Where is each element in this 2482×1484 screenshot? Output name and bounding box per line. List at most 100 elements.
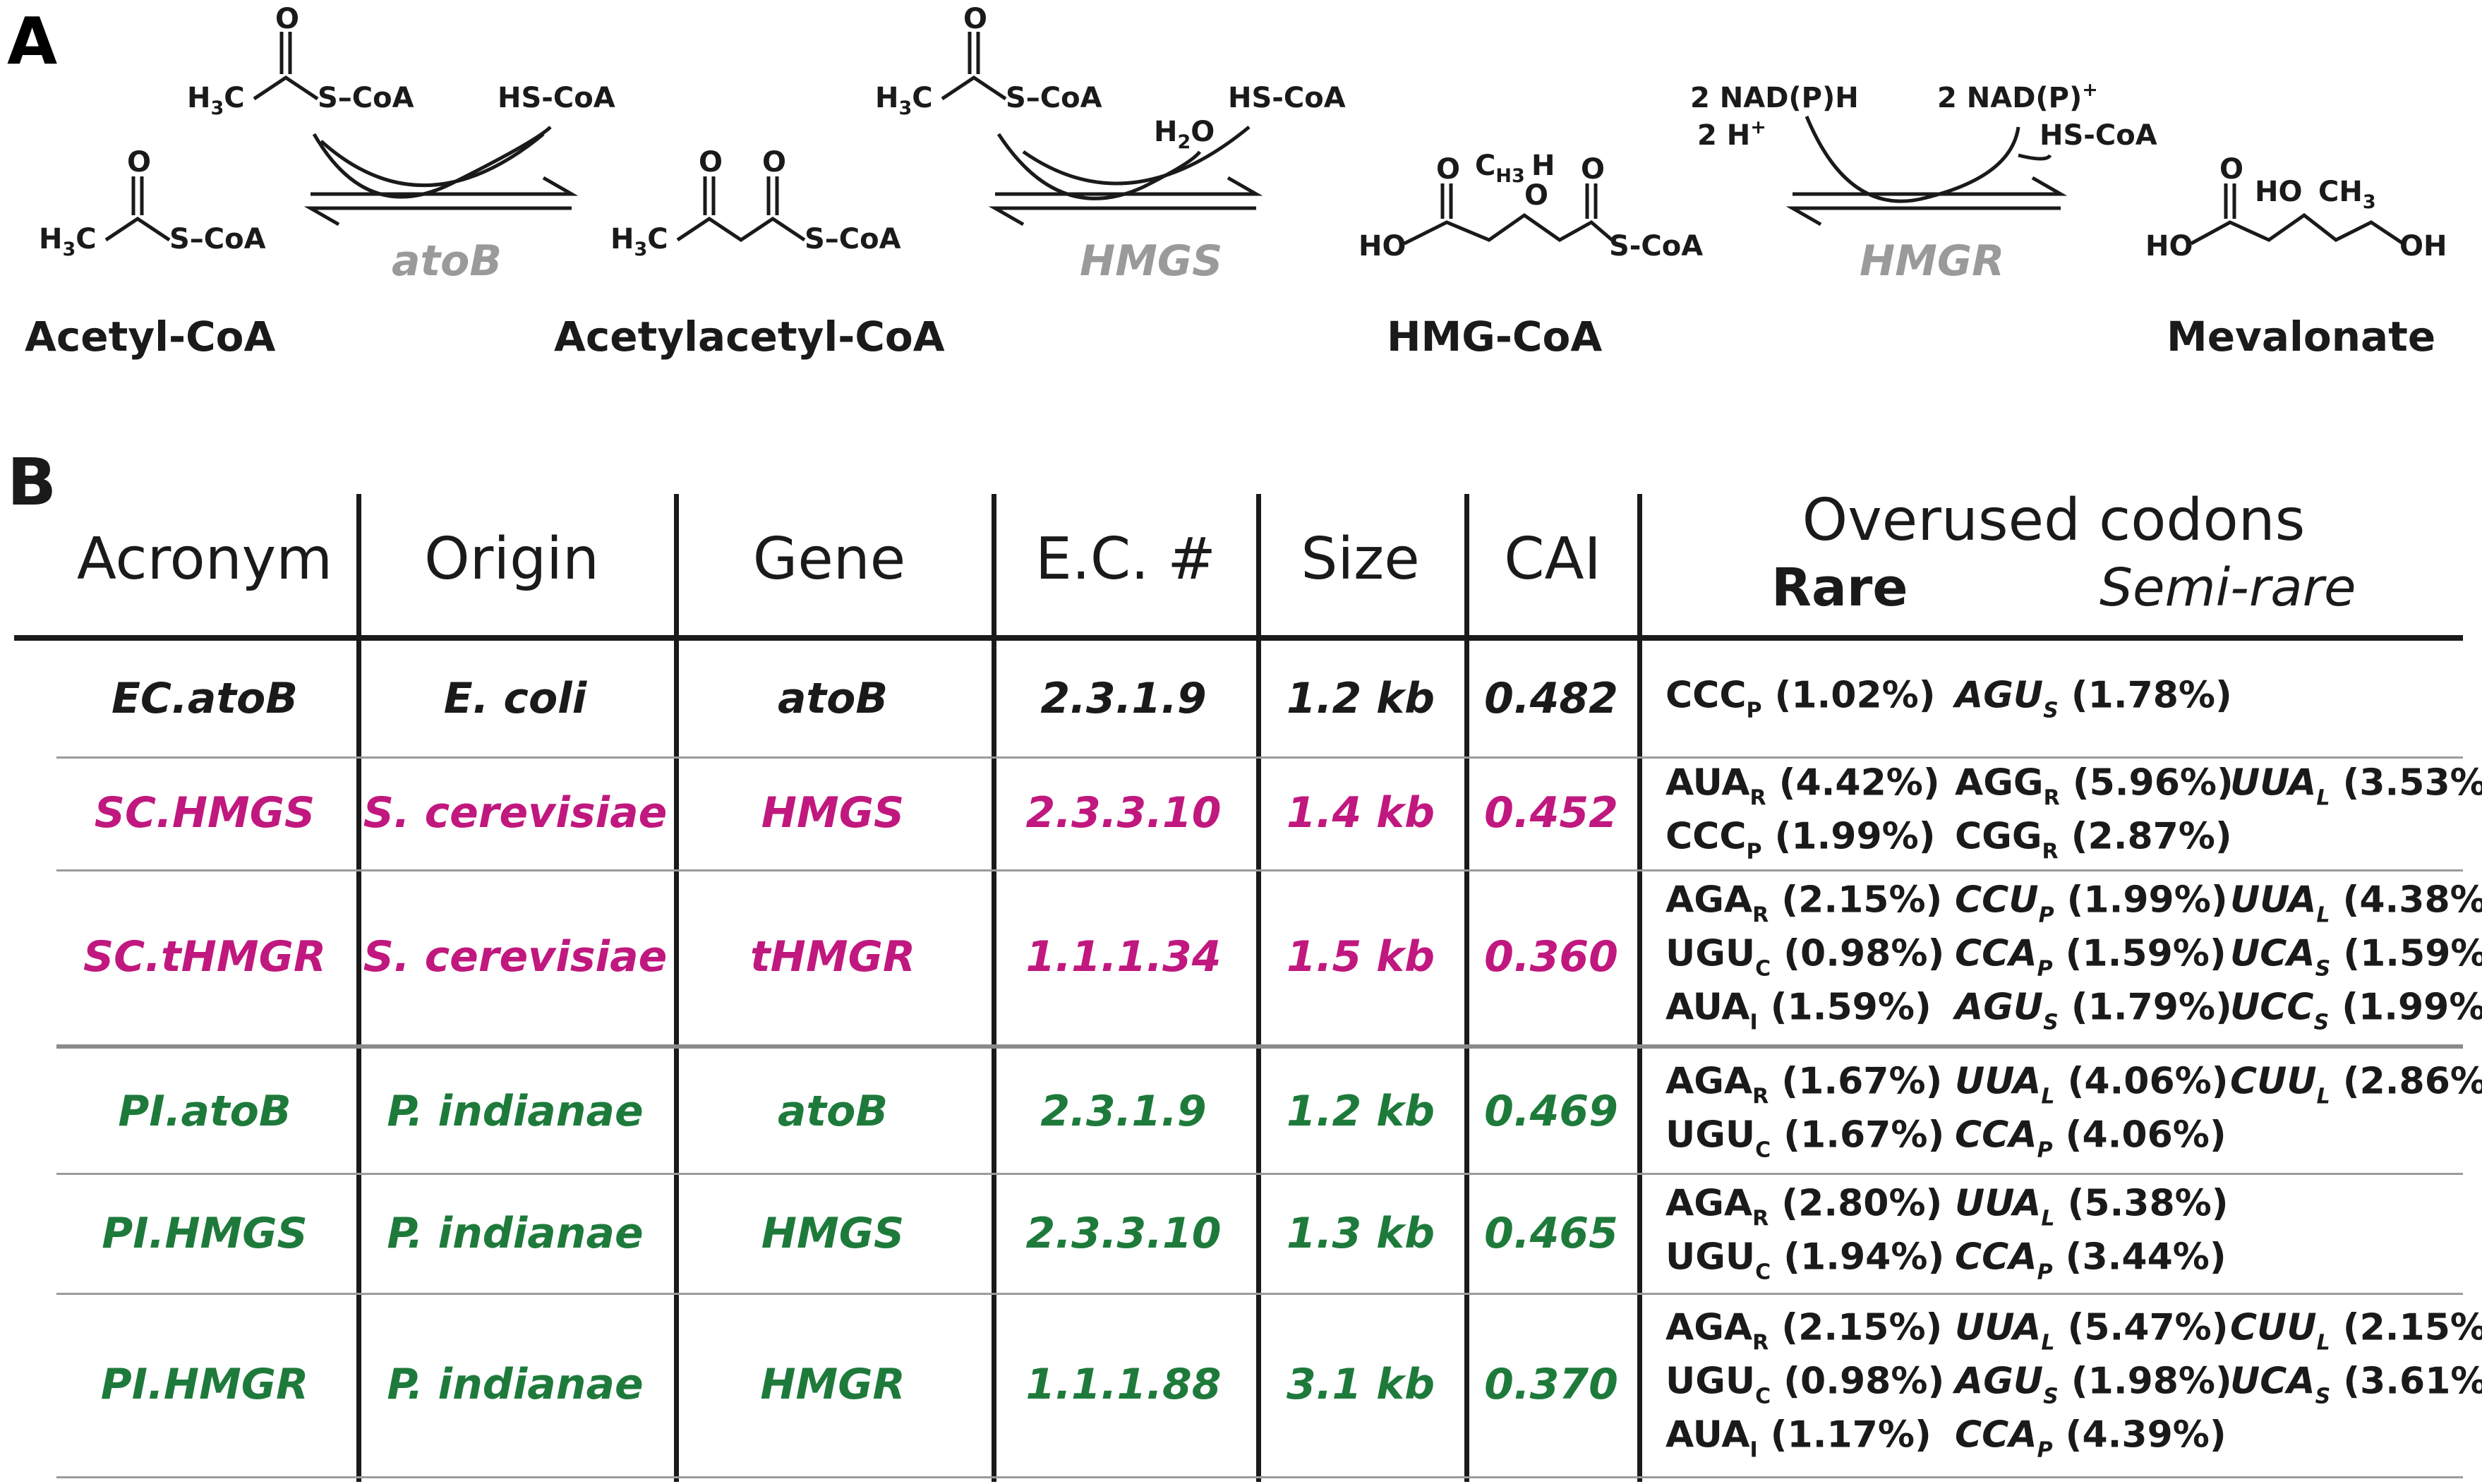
panel-a-letter: A <box>7 4 57 79</box>
semi-rare-codon: CUUL (2.86%) <box>2230 1060 2482 1109</box>
hs-coa-label: HS-CoA <box>2040 119 2157 152</box>
cell-origin: S. cerevisiae <box>363 932 668 982</box>
header-gene: Gene <box>752 526 906 593</box>
cell-acronym: PI.HMGR <box>100 1360 309 1409</box>
semi-rare-codon: UUAL (5.47%) <box>1955 1306 2229 1356</box>
cell-ec-number: 2.3.1.9 <box>1040 1087 1207 1136</box>
enzyme-hmgr: HMGR <box>1860 236 2004 286</box>
acetyl-coa-structure: H3C O S–CoA <box>39 146 266 260</box>
row-divider <box>56 1476 2463 1478</box>
row-divider <box>56 756 2463 759</box>
proton-label: 2 H+ <box>1697 116 1766 152</box>
oxygen-label: O <box>963 3 987 35</box>
semi-rare-codon: UUAL (4.38%) <box>2230 879 2482 928</box>
column-divider <box>356 494 361 1482</box>
cell-size: 1.2 kb <box>1286 1087 1435 1136</box>
header-cai: CAI <box>1504 526 1601 593</box>
cell-ec-number: 1.1.1.34 <box>1025 932 1222 982</box>
semi-rare-codon: UUAL (4.06%) <box>1955 1060 2229 1109</box>
row-divider <box>56 1173 2463 1175</box>
semi-rare-codon: UUAL (5.38%) <box>1955 1182 2229 1231</box>
ho-label: HO <box>2255 176 2302 208</box>
rare-codon: CCCP (1.02%) <box>1665 674 1936 723</box>
cell-size: 3.1 kb <box>1286 1360 1435 1409</box>
reaction-atob: H3C O S–CoA HS-CoA atoB <box>187 3 615 286</box>
semi-rare-codon: CUUL (2.15%) <box>2230 1306 2482 1356</box>
s-coa-label: S–CoA <box>318 82 414 114</box>
reaction-hmgs: H3C O S–CoA H2O HS-CoA HMGS <box>875 3 1346 286</box>
cell-gene: tHMGR <box>749 932 916 982</box>
semi-rare-codon: UCAS (3.61%) <box>2230 1360 2482 1409</box>
nadp-label: 2 NAD(P)+ <box>1937 79 2098 114</box>
oxygen-label: O <box>2219 153 2243 186</box>
s-coa-label: S–CoA <box>805 223 901 255</box>
cell-size: 1.2 kb <box>1286 674 1435 723</box>
acetylacetyl-coa-structure: H3C O O S–CoA <box>610 146 901 260</box>
hydroxyl-label: HO <box>1359 230 1406 263</box>
semi-rare-codon: CCAP (3.44%) <box>1955 1236 2227 1285</box>
header-overused-codons: Overused codons <box>1802 487 2306 554</box>
row-divider <box>56 869 2463 871</box>
header-acronym: Acronym <box>76 526 333 593</box>
rare-codon: AGAR (1.67%) <box>1665 1060 1943 1109</box>
hmg-coa-structure: HO O O CH3 H O S-CoA <box>1359 150 1703 263</box>
rare-codon: AGAR (2.80%) <box>1665 1182 1943 1231</box>
rare-codon: AUAR (4.42%) <box>1665 761 1940 811</box>
cell-origin: S. cerevisiae <box>363 788 668 838</box>
rare-codon: CGGR (2.87%) <box>1955 815 2232 864</box>
hydroxyl-h-label: H <box>1531 150 1555 182</box>
rare-codon: UGUC (0.98%) <box>1665 932 1945 982</box>
cell-gene: atoB <box>777 1087 888 1136</box>
rare-codon: UGUC (0.98%) <box>1665 1360 1945 1409</box>
column-divider <box>674 494 679 1482</box>
oxygen-label: O <box>1581 153 1605 186</box>
hs-coa-label: HS-CoA <box>1228 82 1346 114</box>
cell-cai: 0.465 <box>1484 1209 1618 1258</box>
h3c-label: H3C <box>875 82 933 119</box>
cell-origin: P. indianae <box>387 1087 644 1136</box>
semi-rare-codon: AGUS (1.79%) <box>1955 986 2232 1035</box>
semi-rare-codon: AGUS (1.98%) <box>1955 1360 2232 1409</box>
group-divider <box>56 1044 2463 1049</box>
oxygen-label: O <box>127 146 151 179</box>
panel-b-letter: B <box>7 445 57 520</box>
header-rule <box>14 635 2463 641</box>
column-divider <box>1256 494 1261 1482</box>
oxygen-label: O <box>1436 153 1460 186</box>
cell-size: 1.3 kb <box>1286 1209 1435 1258</box>
cell-acronym: PI.atoB <box>118 1087 291 1136</box>
h3c-label: H3C <box>610 223 668 260</box>
cell-size: 1.5 kb <box>1286 932 1435 982</box>
rare-codon: UGUC (1.94%) <box>1665 1236 1945 1285</box>
reaction-hmgr: 2 NAD(P)H 2 H+ 2 NAD(P)+ HS-CoA HMGR <box>1690 79 2157 286</box>
methyl-label: CH3 <box>2318 176 2376 213</box>
hs-coa-label: HS-CoA <box>498 82 615 114</box>
hydroxyl-o-label: O <box>1524 179 1548 212</box>
column-divider <box>1464 494 1469 1482</box>
panel-b-letter: B <box>7 445 56 452</box>
cell-gene: HMGS <box>761 1209 905 1258</box>
cell-ec-number: 2.3.1.9 <box>1040 674 1207 723</box>
semi-rare-codon: AGUS (1.78%) <box>1955 674 2232 723</box>
h3c-label: H3C <box>187 82 245 119</box>
cell-ec-number: 2.3.3.10 <box>1025 788 1222 838</box>
header-rare: Rare <box>1771 557 1908 618</box>
rare-codon: AGAR (2.15%) <box>1665 879 1943 928</box>
semi-rare-codon: CCUP (1.99%) <box>1955 879 2228 928</box>
methyl-label: CH3 <box>1475 150 1525 187</box>
semi-rare-codon: UCAS (1.59%) <box>2230 932 2482 982</box>
rare-codon: AGAR (2.15%) <box>1665 1306 1943 1356</box>
cell-cai: 0.469 <box>1484 1087 1618 1136</box>
cell-gene: atoB <box>777 674 888 723</box>
compound-acetylacetyl-coa: Acetylacetyl-CoA <box>554 313 945 361</box>
cell-cai: 0.452 <box>1484 788 1618 838</box>
header-ec: E.C. # <box>1035 526 1216 593</box>
s-coa-label: S–CoA <box>1006 82 1102 114</box>
nadph-label: 2 NAD(P)H <box>1690 82 1859 114</box>
enzyme-hmgs: HMGS <box>1080 236 1222 286</box>
compound-acetyl-coa: Acetyl-CoA <box>25 313 276 361</box>
cell-gene: HMGR <box>760 1360 905 1409</box>
column-divider <box>1637 494 1642 1482</box>
cell-acronym: SC.HMGS <box>94 788 315 838</box>
cell-acronym: EC.atoB <box>112 674 298 723</box>
